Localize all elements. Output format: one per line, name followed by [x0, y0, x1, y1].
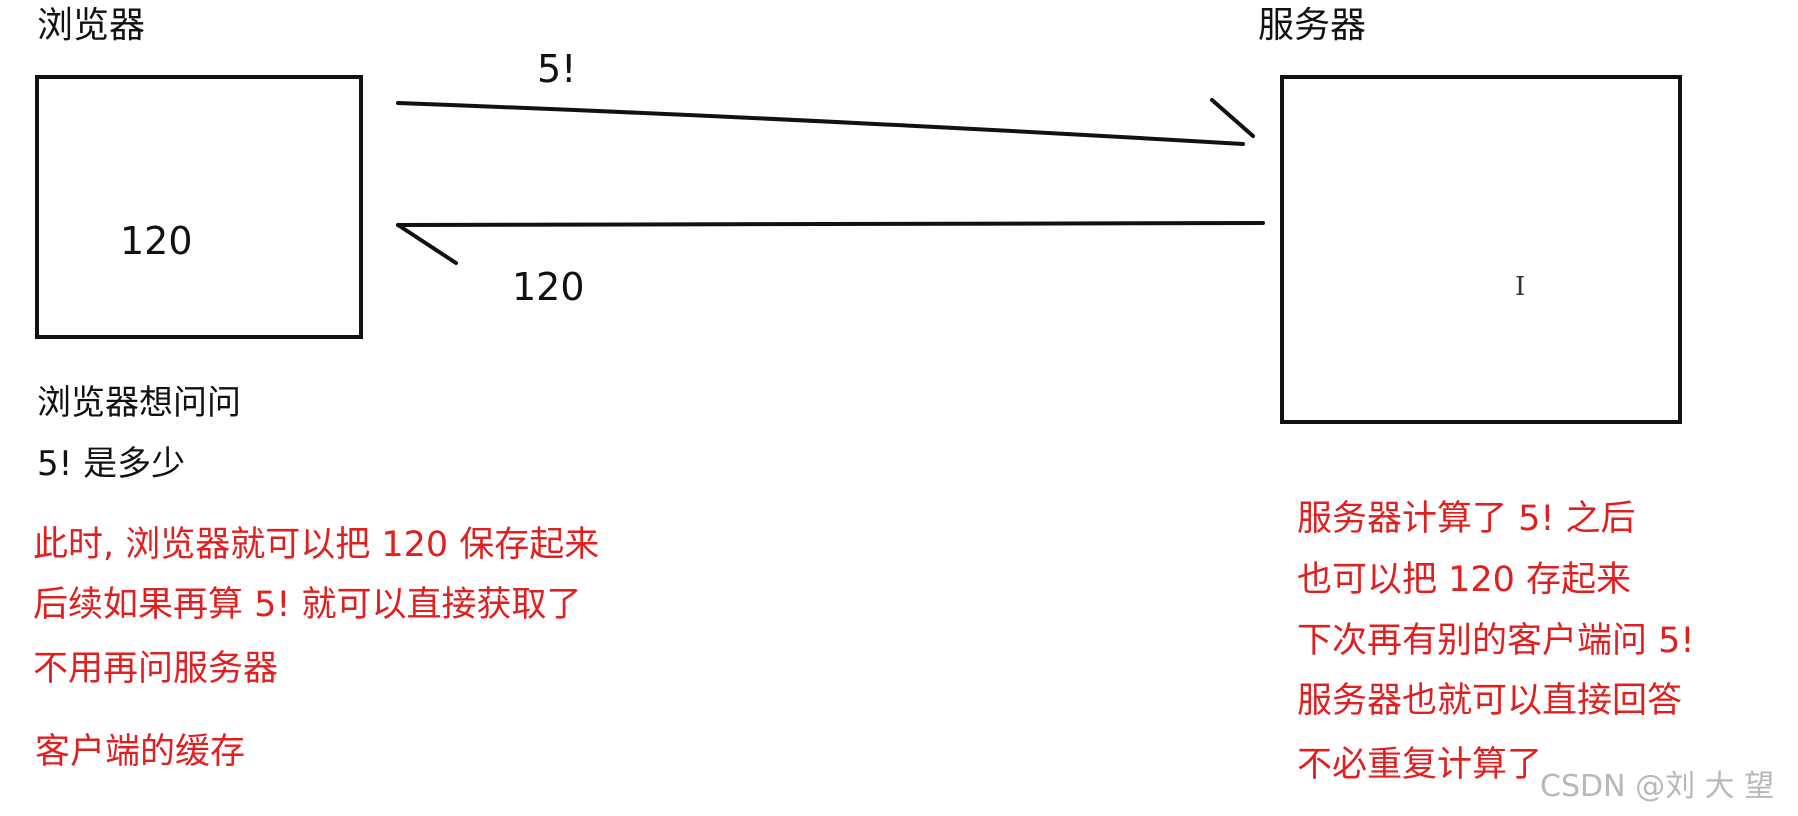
response-arrow-label: 120	[512, 265, 585, 309]
server-title: 服务器	[1258, 5, 1367, 46]
response-arrow	[396, 221, 1265, 265]
client-note-line-3: 不用再问服务器	[33, 649, 279, 689]
server-note-line-5: 不必重复计算了	[1297, 745, 1543, 785]
server-box	[1280, 75, 1682, 424]
text-cursor-icon: I	[1515, 272, 1526, 302]
browser-question-line-2: 5! 是多少	[37, 444, 186, 484]
browser-box-value: 120	[120, 219, 193, 263]
client-note-line-1: 此时, 浏览器就可以把 120 保存起来	[33, 525, 600, 565]
server-note-line-4: 服务器也就可以直接回答	[1297, 681, 1683, 721]
server-note-line-1: 服务器计算了 5! 之后	[1297, 499, 1636, 539]
client-cache-label: 客户端的缓存	[35, 732, 246, 772]
browser-question-line-1: 浏览器想问问	[37, 383, 241, 423]
request-arrow-head	[1210, 98, 1255, 138]
response-arrow-head	[396, 223, 458, 265]
request-arrow-label: 5!	[537, 47, 577, 91]
response-arrow-line	[396, 221, 1265, 227]
browser-title: 浏览器	[37, 5, 146, 46]
browser-box	[35, 75, 363, 339]
server-note-line-2: 也可以把 120 存起来	[1297, 560, 1632, 600]
watermark: CSDN @刘 大 望	[1540, 769, 1775, 804]
request-arrow	[396, 98, 1255, 146]
server-note-line-3: 下次再有别的客户端问 5!	[1297, 621, 1695, 661]
request-arrow-line	[396, 101, 1245, 146]
client-note-line-2: 后续如果再算 5! 就可以直接获取了	[33, 585, 582, 625]
